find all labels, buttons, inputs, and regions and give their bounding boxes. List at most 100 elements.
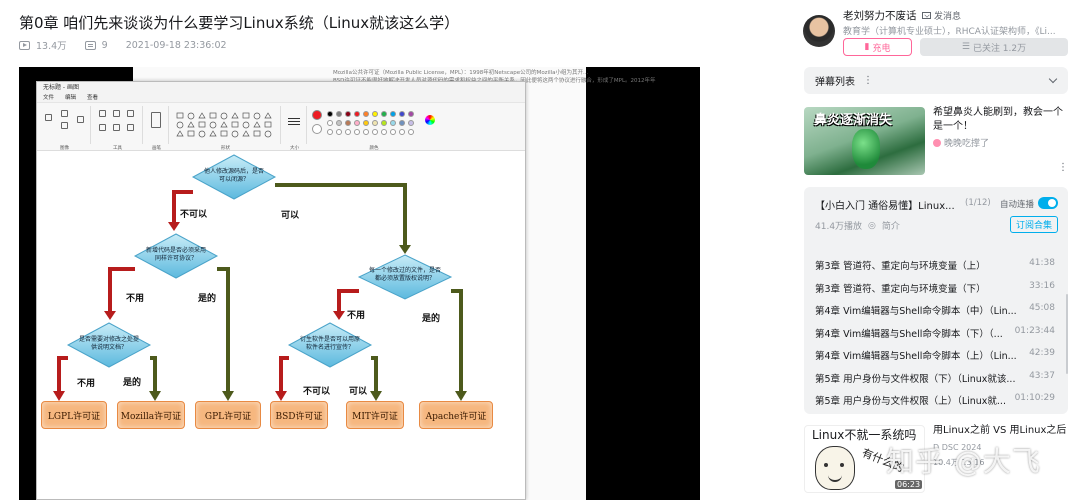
ribbon-group-size: 大小 [283, 106, 307, 151]
zhihu-watermark: 知乎 @大飞 [886, 445, 1041, 478]
danmaku-list-toggle[interactable]: 弹幕列表 ⋮ [804, 67, 1068, 94]
paint-window: 无标题 - 画图 文件 编辑 查看 图像 工具 画笔 [36, 81, 526, 500]
shape-tool-icon [209, 130, 217, 137]
shape-tool-icon [187, 121, 195, 128]
ribbon-group-colors: 颜色 [309, 106, 439, 151]
edit-colors-icon [425, 115, 435, 125]
autoplay-label: 自动连播 [1000, 200, 1035, 210]
ad-source: 晚晚吃撑了 [933, 136, 989, 149]
danmaku-list-label: 弹幕列表 [815, 77, 855, 88]
recommend-title[interactable]: 用Linux之前 VS 用Linux之后 [933, 425, 1067, 436]
palette-swatch-empty [327, 129, 333, 135]
video-player[interactable]: Mozilla公共许可证（Mozilla Public License，MPL）… [19, 67, 700, 500]
danmaku-more-icon[interactable]: ⋮ [863, 75, 873, 86]
label-q5-yes: 可以 [349, 387, 368, 397]
palette-swatch [408, 111, 414, 117]
menu-view: 查看 [87, 95, 99, 101]
palette-swatch [372, 120, 378, 126]
episode-item[interactable]: 第4章 Vim编辑器与Shell命令脚本（上）（Lin...42:39 [815, 348, 1055, 362]
playlist-panel: 【小白入门 通俗易懂】Linux... (1/12) 自动连播 41.4万播放 … [804, 187, 1068, 414]
palette-swatch [354, 111, 360, 117]
views-icon [19, 40, 30, 50]
license-bsd: BSD许可证 [270, 401, 328, 429]
video-title: 第0章 咱们先来谈谈为什么要学习Linux系统（Linux就该这么学） [19, 14, 460, 32]
episode-item[interactable]: 第4章 Vim编辑器与Shell命令脚本（中）（Lin...45:08 [815, 303, 1055, 317]
palette-swatch-empty [363, 129, 369, 135]
palette-swatch [336, 111, 342, 117]
shape-tool-icon [176, 130, 184, 137]
license-flowchart: 他人修改源码后，是否可以闭源？ 新增代码是否必须采用同样许可协议？ 是否需要对修… [37, 151, 527, 500]
playlist-stats: 41.4万播放 ◎ 简介 [815, 219, 900, 233]
paint-titlebar: 无标题 - 画图 [37, 82, 525, 93]
episode-item[interactable]: 第5章 用户身份与文件权限（下）（Linux就该...43:37 [815, 371, 1055, 385]
label-q3-yes: 是的 [123, 378, 142, 388]
playlist-title[interactable]: 【小白入门 通俗易懂】Linux... [815, 201, 955, 212]
palette-swatch [390, 111, 396, 117]
label-q2-yes: 是的 [198, 294, 217, 304]
arrow-q5-yes [371, 356, 378, 391]
menu-file: 文件 [43, 95, 55, 101]
recommend-duration: 06:23 [895, 480, 923, 489]
episode-item[interactable]: 第4章 Vim编辑器与Shell命令脚本（下）（...01:23:44 [815, 326, 1055, 340]
danmaku-count-icon [84, 40, 96, 50]
arrow-q2-yes [217, 267, 230, 391]
shape-tool-icon [231, 112, 239, 119]
recommend-thumbnail[interactable]: Linux不就一系统吗 有什么的 06:23 [804, 425, 925, 493]
subscribe-collection-button[interactable]: 订阅合集 [1010, 216, 1058, 233]
palette-swatch [327, 111, 333, 117]
meme-face-image [815, 446, 855, 490]
send-message-link[interactable]: 发消息 [922, 9, 961, 22]
playlist-scrollbar[interactable] [1066, 294, 1068, 374]
arrow-q4-no [337, 289, 359, 311]
ad-source-label: 晚晚吃撑了 [944, 139, 990, 149]
palette-swatch-empty [399, 129, 405, 135]
q4-text: 每一个修改过的文件，是否都必须放置版权说明？ [369, 267, 442, 282]
palette-swatch-empty [390, 129, 396, 135]
label-q1-no: 不可以 [180, 210, 208, 220]
ad-title[interactable]: 希望鼻炎人能刷到，教会一个是一个！ [933, 107, 1063, 132]
playlist-intro[interactable]: 简介 [881, 222, 900, 232]
palette-swatch [399, 111, 405, 117]
paint-canvas: 他人修改源码后，是否可以闭源？ 新增代码是否必须采用同样许可协议？ 是否需要对修… [37, 151, 525, 499]
arrow-q1-no [172, 190, 193, 222]
shape-tool-icon [253, 130, 261, 137]
palette-swatch [345, 120, 351, 126]
green-drop-image [852, 129, 880, 169]
ad-more-icon[interactable]: ⋮ [1058, 162, 1068, 173]
palette-swatch [381, 120, 387, 126]
menu-icon: ☰ [961, 42, 970, 52]
playlist-count: (1/12) [965, 198, 991, 208]
palette-swatch [345, 111, 351, 117]
charge-button[interactable]: ▮ 充电 [843, 38, 912, 56]
follow-button[interactable]: ☰ 已关注 1.2万 [920, 38, 1068, 56]
video-meta: 13.4万 9 2021-09-18 23:36:02 [19, 38, 227, 52]
uploader-name[interactable]: 老刘努力不废话 [843, 10, 917, 22]
q2-text: 新增代码是否必须采用同样许可协议？ [145, 247, 206, 262]
q3-text: 是否需要对修改之处提供说明文档？ [78, 336, 139, 351]
palette-swatch [363, 111, 369, 117]
publish-date: 2021-09-18 23:36:02 [125, 39, 227, 51]
ad-thumbnail[interactable]: 鼻炎逐渐消失 [804, 107, 925, 175]
autoplay-toggle[interactable] [1038, 197, 1058, 209]
palette-swatch [390, 120, 396, 126]
license-mozilla: Mozilla许可证 [117, 401, 185, 429]
shape-tool-icon [176, 112, 184, 119]
license-apache: Apache许可证 [419, 401, 493, 429]
label-q2-no: 不用 [126, 294, 145, 304]
uploader-avatar[interactable] [803, 15, 835, 47]
episode-item[interactable]: 第5章 用户身份与文件权限（上）（Linux就...01:10:29 [815, 393, 1055, 407]
palette-swatch-empty [381, 129, 387, 135]
q1-text: 他人修改源码后，是否可以闭源？ [203, 168, 264, 183]
shape-tool-icon [242, 130, 250, 137]
chevron-down-icon[interactable] [1048, 74, 1058, 84]
palette-swatch [363, 120, 369, 126]
follow-label: 已关注 1.2万 [972, 43, 1027, 54]
shape-gallery [176, 112, 272, 138]
shape-tool-icon [209, 121, 217, 129]
episode-item[interactable]: 第3章 管道符、重定向与环境变量（下）33:16 [815, 281, 1055, 295]
palette-swatch [408, 120, 414, 126]
episode-item[interactable]: 第3章 管道符、重定向与环境变量（上）41:38 [815, 258, 1055, 272]
shape-tool-icon [231, 130, 239, 138]
color2-swatch [312, 124, 322, 134]
shape-tool-icon [264, 121, 272, 128]
